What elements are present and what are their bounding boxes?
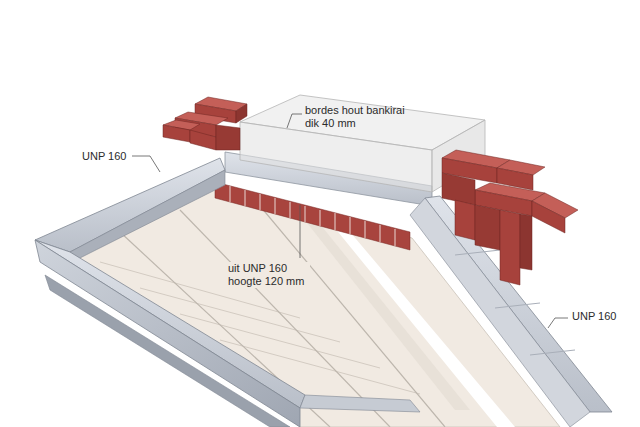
callout-label: uit UNP 160 hoogte 120 mm [228,262,310,288]
callout-label: bordes hout bankirai dik 40 mm [305,104,417,130]
callout-label: UNP 160 [82,150,142,163]
callout-label: UNP 160 [572,310,632,323]
